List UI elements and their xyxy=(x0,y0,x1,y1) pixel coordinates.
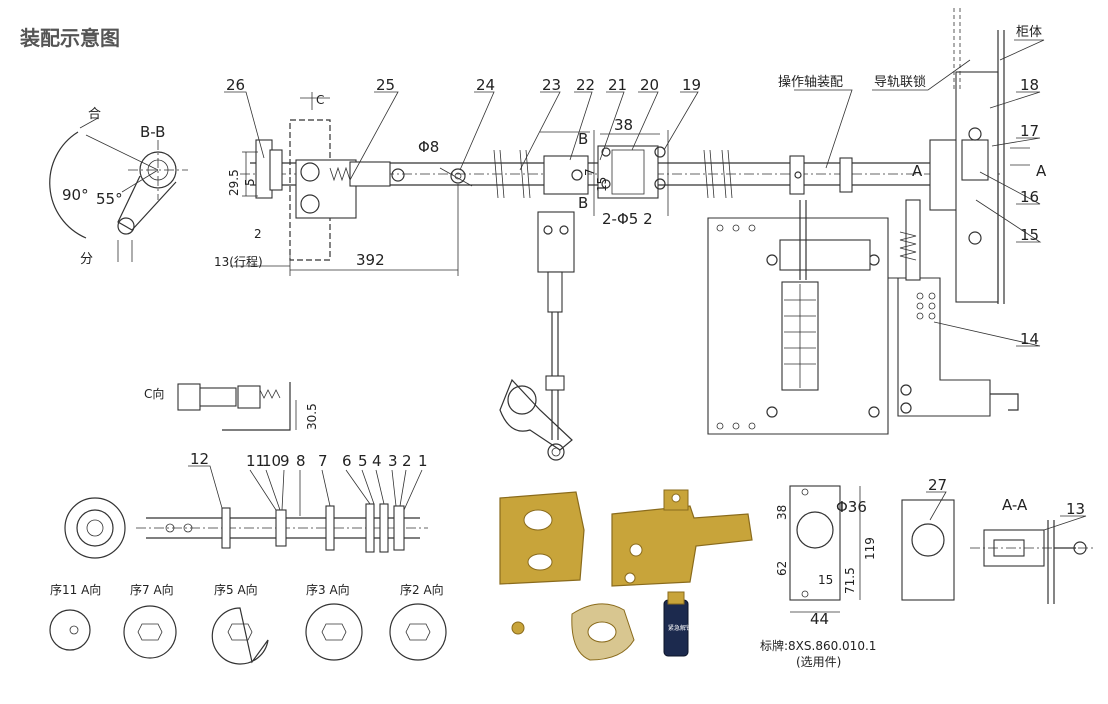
callout-15: 15 xyxy=(1020,226,1039,244)
callout-21: 21 xyxy=(608,76,627,94)
angle-90-label: 90° xyxy=(62,186,89,204)
page-title: 装配示意图 xyxy=(20,26,120,50)
aa-section-view: A-A xyxy=(970,496,1096,604)
dim-2: 2 xyxy=(254,227,262,241)
seq5-label: 序5 A向 xyxy=(214,582,258,597)
rail-interlock-label: 导轨联锁 xyxy=(874,74,926,90)
callout-7: 7 xyxy=(318,452,328,470)
callout-20: 20 xyxy=(640,76,659,94)
callout-19: 19 xyxy=(682,76,701,94)
a-mark-left: A xyxy=(912,162,923,180)
seq7-label: 序7 A向 xyxy=(130,582,174,597)
link-rod xyxy=(499,271,573,461)
dim-15b: 15 xyxy=(818,573,833,587)
callout-11: 11 xyxy=(246,452,265,470)
b-mark-bottom: B xyxy=(578,194,588,212)
callout-25: 25 xyxy=(376,76,395,94)
callout-22: 22 xyxy=(576,76,595,94)
coupling-block xyxy=(537,130,669,273)
cabinet-label: 柜体 xyxy=(1016,25,1042,40)
angle-55-label: 55° xyxy=(96,190,123,208)
callout-18: 18 xyxy=(1020,76,1039,94)
dim-15: 15 xyxy=(595,177,609,192)
bb-label: B-B xyxy=(140,123,165,141)
dim-13-stroke: 13(行程) xyxy=(214,254,263,269)
optional-label: (选用件) xyxy=(796,655,841,669)
b-mark-top: B xyxy=(578,130,588,148)
angle-close-label: 合 xyxy=(88,107,101,122)
dim-5: 5 xyxy=(243,178,257,186)
callout-1: 1 xyxy=(418,452,428,470)
leader-lines xyxy=(188,39,1087,531)
seq3-label: 序3 A向 xyxy=(306,582,350,597)
aa-label: A-A xyxy=(1002,496,1028,514)
callout-9: 9 xyxy=(280,452,290,470)
callout-4: 4 xyxy=(372,452,382,470)
dim-2-phi5-2: 2-Φ5 2 xyxy=(602,210,653,228)
bb-section-view: B-B 合 分 90° 55° xyxy=(49,107,188,267)
callout-13: 13 xyxy=(1066,500,1085,518)
dim-30-5: 30.5 xyxy=(305,403,319,430)
part-photos: 紧急解锁 xyxy=(499,489,753,661)
callout-12: 12 xyxy=(190,450,209,468)
callout-5: 5 xyxy=(358,452,368,470)
callout-3: 3 xyxy=(388,452,398,470)
dim-29-5: 29.5 xyxy=(227,169,241,196)
nameplate-code: 标牌:8XS.860.010.1 xyxy=(760,639,876,653)
dim-38b: 38 xyxy=(775,505,789,520)
shaft-interlock xyxy=(789,8,1030,304)
key-text: 紧急解锁 xyxy=(668,624,692,632)
c-direction-view: C向 30.5 xyxy=(144,382,319,431)
bracket-photo-1 xyxy=(499,491,585,585)
dim-44: 44 xyxy=(810,610,829,628)
upper-dimensions: 29.5 5 2 13(行程) 392 Φ8 38 7 15 2-Φ5 2 B … xyxy=(214,116,1047,276)
lower-shaft-view xyxy=(64,497,428,559)
callout-26: 26 xyxy=(226,76,245,94)
dim-71-5: 71.5 xyxy=(843,567,857,594)
c-arrow-label: C xyxy=(316,93,324,107)
left-end-assembly: C xyxy=(255,92,405,261)
dim-38: 38 xyxy=(614,116,633,134)
dim-62: 62 xyxy=(775,561,789,576)
angle-open-label: 分 xyxy=(80,252,93,267)
nameplate-drawing: 44 Φ36 38 62 71.5 119 15 标牌:8XS.860.010.… xyxy=(760,485,955,669)
dim-phi8: Φ8 xyxy=(418,138,439,156)
callout-23: 23 xyxy=(542,76,561,94)
callout-numbers: 26 25 24 23 22 21 20 19 操作轴装配 导轨联锁 柜体 18… xyxy=(190,25,1085,518)
callout-27: 27 xyxy=(928,476,947,494)
base-plate xyxy=(707,199,1019,435)
seq11-label: 序11 A向 xyxy=(50,582,101,597)
a-direction-views: 序11 A向 序7 A向 序5 A向 序3 A向 序2 A向 xyxy=(49,582,447,665)
callout-17: 17 xyxy=(1020,122,1039,140)
callout-10: 10 xyxy=(262,452,281,470)
callout-14: 14 xyxy=(1020,330,1039,348)
dim-392: 392 xyxy=(356,251,385,269)
dim-119: 119 xyxy=(863,537,877,560)
seq2-label: 序2 A向 xyxy=(400,582,444,597)
dim-7: 7 xyxy=(583,168,597,176)
shaft-assembly-label: 操作轴装配 xyxy=(778,74,843,90)
callout-6: 6 xyxy=(342,452,352,470)
callout-24: 24 xyxy=(476,76,495,94)
bracket-photo-2 xyxy=(611,505,753,587)
part-24-pin xyxy=(439,167,473,187)
callout-2: 2 xyxy=(402,452,412,470)
a-mark-right: A xyxy=(1036,162,1047,180)
callout-8: 8 xyxy=(296,452,306,470)
c-view-label: C向 xyxy=(144,386,164,401)
dim-phi36: Φ36 xyxy=(836,498,867,516)
callout-16: 16 xyxy=(1020,188,1039,206)
